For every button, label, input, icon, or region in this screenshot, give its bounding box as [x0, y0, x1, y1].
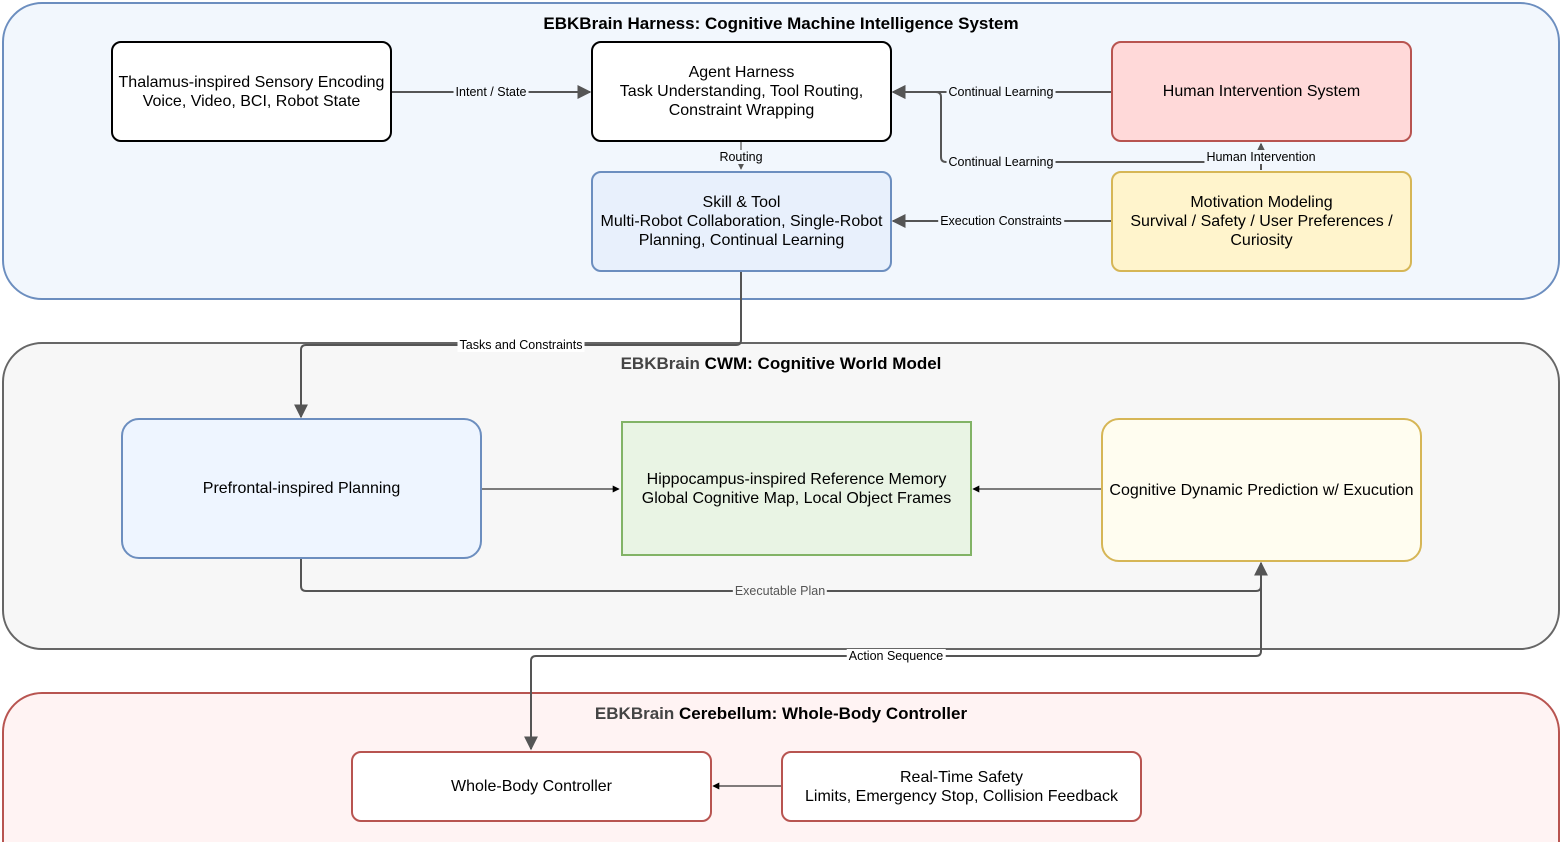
sensory-encoding-node[interactable]: Thalamus-inspired Sensory Encoding Voice…	[111, 41, 392, 142]
edge-label-action-sequence: Action Sequence	[846, 649, 946, 663]
skill-tool-detail-2: Planning, Continual Learning	[638, 232, 845, 249]
human-intervention-node[interactable]: Human Intervention System	[1111, 41, 1412, 142]
cerebellum-title-brand: EBKBrain	[594, 704, 675, 723]
reference-memory-detail: Global Cognitive Map, Local Object Frame…	[641, 489, 952, 507]
real-time-safety-title: Real-Time Safety	[900, 768, 1023, 786]
edge-continual-learning-2	[891, 85, 1262, 170]
human-intervention-title: Human Intervention System	[1162, 83, 1361, 100]
agent-harness-detail-1: Task Understanding, Tool Routing,	[619, 83, 864, 100]
dynamic-prediction-title: Cognitive Dynamic Prediction w/ Exucutio…	[1109, 481, 1414, 499]
cwm-title-rest: CWM: Cognitive World Model	[699, 354, 942, 373]
sensory-encoding-title: Thalamus-inspired Sensory Encoding	[118, 73, 385, 91]
whole-body-controller-node[interactable]: Whole-Body Controller	[351, 751, 712, 822]
edge-label-tasks-constraints: Tasks and Constraints	[457, 338, 585, 352]
motivation-modeling-detail-1: Survival / Safety / User Preferences /	[1130, 213, 1393, 230]
motivation-modeling-detail-2: Curiosity	[1230, 232, 1293, 249]
prefrontal-planning-node[interactable]: Prefrontal-inspired Planning	[121, 418, 482, 559]
prefrontal-planning-title: Prefrontal-inspired Planning	[202, 480, 401, 497]
agent-harness-detail-2: Constraint Wrapping	[668, 102, 815, 119]
agent-harness-title: Agent Harness	[688, 64, 795, 81]
dynamic-prediction-node[interactable]: Cognitive Dynamic Prediction w/ Exucutio…	[1101, 418, 1422, 562]
sensory-encoding-detail: Voice, Video, BCI, Robot State	[142, 92, 361, 110]
skill-tool-title: Skill & Tool	[702, 194, 781, 211]
cerebellum-title: EBKBrain Cerebellum: Whole-Body Controll…	[0, 704, 1562, 724]
harness-title: EBKBrain Harness: Cognitive Machine Inte…	[543, 14, 1019, 33]
edge-label-human-intervention: Human Intervention	[1204, 150, 1318, 164]
edge-label-executable-plan: Executable Plan	[732, 584, 828, 598]
whole-body-controller-title: Whole-Body Controller	[451, 778, 612, 795]
edge-label-continual-learning-2: Continual Learning	[946, 155, 1056, 169]
motivation-modeling-title: Motivation Modeling	[1190, 194, 1333, 211]
real-time-safety-node[interactable]: Real-Time Safety Limits, Emergency Stop,…	[781, 751, 1142, 822]
edge-label-execution-constraints: Execution Constraints	[938, 214, 1064, 228]
edge-label-routing: Routing	[717, 150, 765, 164]
motivation-modeling-node[interactable]: Motivation Modeling Survival / Safety / …	[1111, 171, 1412, 272]
edge-label-intent-state: Intent / State	[453, 85, 529, 99]
cwm-title: EBKBrain CWM: Cognitive World Model	[0, 354, 1562, 374]
cwm-title-brand: EBKBrain	[620, 354, 700, 373]
skill-tool-node[interactable]: Skill & Tool Multi-Robot Collaboration, …	[591, 171, 892, 272]
cerebellum-title-rest: Cerebellum: Whole-Body Controller	[674, 704, 968, 723]
reference-memory-node[interactable]: Hippocampus-inspired Reference Memory Gl…	[621, 421, 972, 556]
edge-label-continual-learning-1: Continual Learning	[946, 85, 1056, 99]
reference-memory-title: Hippocampus-inspired Reference Memory	[646, 470, 947, 488]
agent-harness-node[interactable]: Agent Harness Task Understanding, Tool R…	[591, 41, 892, 142]
skill-tool-detail-1: Multi-Robot Collaboration, Single-Robot	[600, 213, 883, 230]
real-time-safety-detail: Limits, Emergency Stop, Collision Feedba…	[804, 787, 1119, 805]
